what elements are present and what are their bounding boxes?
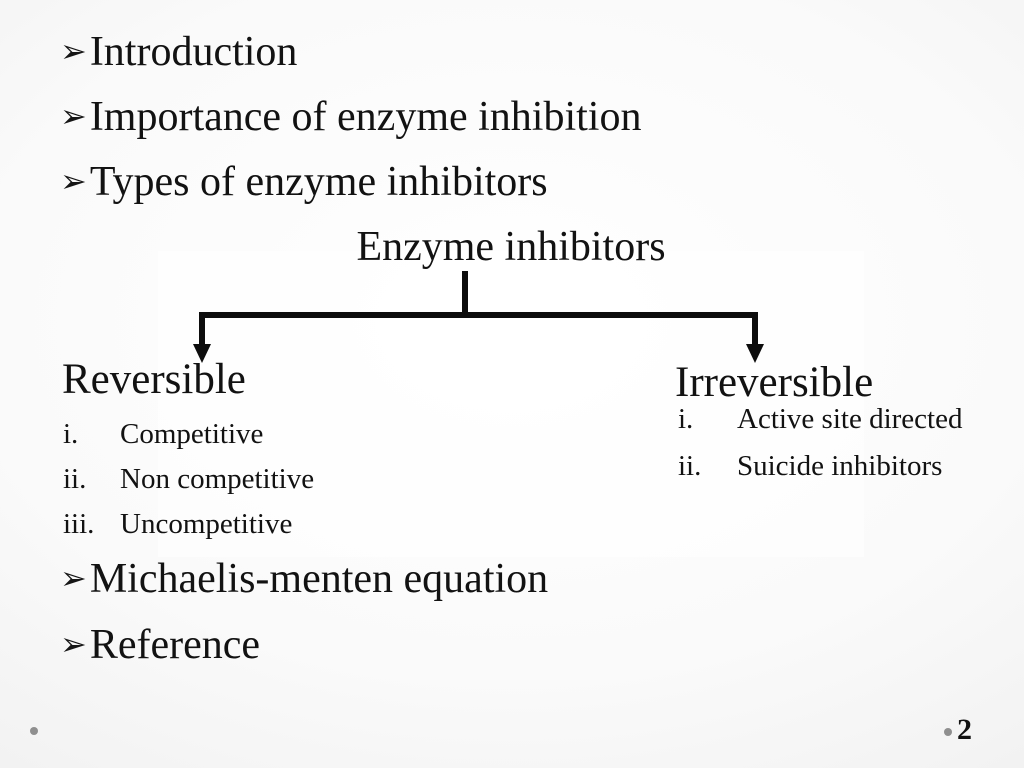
arrow-bullet-icon: ➢ bbox=[60, 162, 87, 200]
list-numeral: iii. bbox=[63, 508, 95, 540]
list-label: Competitive bbox=[120, 418, 264, 450]
branch-title-irreversible: Irreversible bbox=[675, 359, 874, 406]
agenda-item-introduction: ➢ Introduction bbox=[60, 28, 297, 76]
arrow-bullet-icon: ➢ bbox=[60, 97, 87, 135]
agenda-item-michaelis: ➢ Michaelis-menten equation bbox=[60, 555, 548, 603]
page-number: 2 bbox=[957, 713, 972, 746]
list-numeral: i. bbox=[63, 418, 79, 450]
agenda-item-importance: ➢ Importance of enzyme inhibition bbox=[60, 93, 641, 141]
agenda-item-label: Introduction bbox=[89, 29, 298, 75]
arrow-bullet-icon: ➢ bbox=[60, 625, 87, 663]
list-numeral: ii. bbox=[678, 450, 702, 482]
footer-dot-right bbox=[944, 728, 952, 736]
arrow-bullet-icon: ➢ bbox=[60, 32, 87, 70]
agenda-item-types: ➢ Types of enzyme inhibitors bbox=[60, 158, 548, 206]
list-label: Active site directed bbox=[737, 403, 963, 435]
list-numeral: i. bbox=[678, 403, 694, 435]
list-label: Non competitive bbox=[120, 463, 315, 495]
arrow-bullet-icon: ➢ bbox=[60, 559, 87, 597]
agenda-item-label: Types of enzyme inhibitors bbox=[89, 159, 548, 205]
list-numeral: ii. bbox=[63, 463, 87, 495]
list-label: Uncompetitive bbox=[120, 508, 293, 540]
agenda-item-label: Importance of enzyme inhibition bbox=[89, 94, 642, 140]
branch-title-reversible: Reversible bbox=[62, 356, 246, 403]
agenda-item-reference: ➢ Reference bbox=[60, 621, 260, 669]
footer-dot-left bbox=[30, 727, 38, 735]
list-label: Suicide inhibitors bbox=[737, 450, 943, 482]
diagram-root-title: Enzyme inhibitors bbox=[356, 224, 666, 270]
agenda-item-label: Reference bbox=[89, 622, 261, 668]
agenda-item-label: Michaelis-menten equation bbox=[89, 556, 549, 602]
